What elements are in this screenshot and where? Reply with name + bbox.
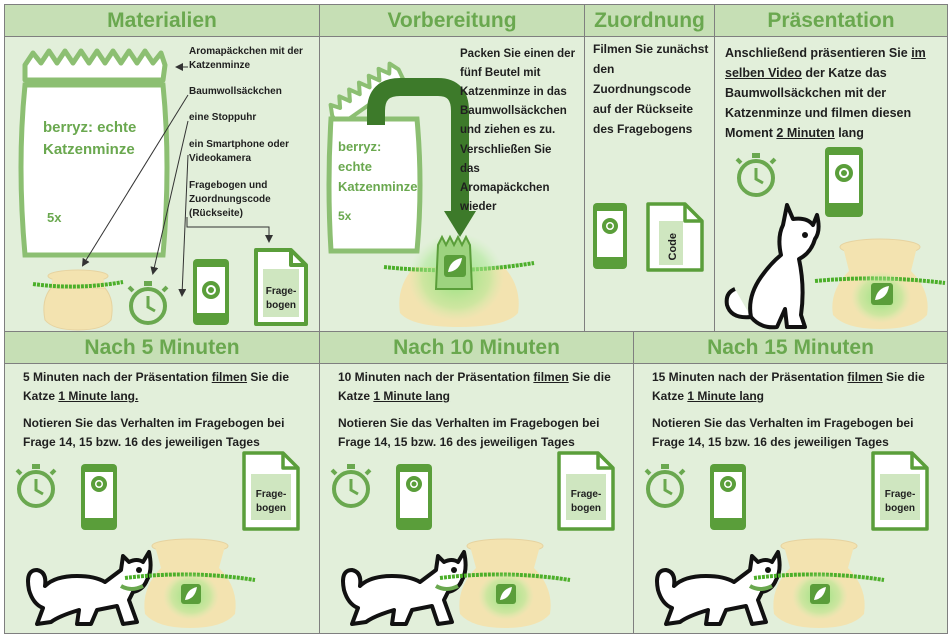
panel-zuordnung: Zuordnung Filmen Sie zunächst den Zuordn… (584, 4, 715, 332)
pack-name-2: Katzenminze (338, 179, 418, 194)
cat-sitting-icon (724, 203, 821, 330)
item-aromapack: Aromapäckchen mit der Katzenminze (189, 46, 303, 71)
stopwatch-icon (644, 464, 686, 508)
pack-name: Katzenminze (43, 141, 135, 158)
text-a: 10 Minuten nach der Präsentation (338, 370, 534, 384)
panel-title: Nach 15 Minuten (634, 332, 947, 364)
pack-brand: berryz: echte (43, 119, 137, 136)
panel-nach-5: Nach 5 Minuten 5 Minuten nach der Präsen… (4, 331, 320, 634)
stopwatch-icon (330, 464, 372, 508)
note-instruction: Notieren Sie das Verhalten im Fragebogen… (23, 416, 285, 449)
text-c: Sie die Katze (23, 370, 290, 403)
stopwatch-icon (735, 153, 777, 197)
questionnaire-icon (254, 248, 308, 326)
doc-label-2: bogen (256, 503, 286, 514)
panel-title: Nach 5 Minuten (5, 332, 319, 364)
film-instruction: 5 Minuten nach der Präsentation filmen S… (23, 368, 303, 406)
cat-crouching-icon (341, 550, 468, 626)
questionnaire-icon (242, 451, 300, 531)
text-underlined-2: 2 Minuten (776, 126, 835, 140)
open-pack-icon (326, 116, 423, 254)
code-sheet-icon (646, 202, 704, 272)
step-pack-text: Packen Sie einen der fünf Beutel mit Kat… (460, 48, 576, 136)
text-duration: 1 Minute lang (373, 389, 451, 403)
note-instruction: Notieren Sie das Verhalten im Fragebogen… (652, 416, 914, 449)
sack-with-packet-icon (383, 233, 535, 327)
panel-title: Vorbereitung (320, 5, 584, 37)
cat-crouching-icon (655, 550, 782, 626)
text-duration: 1 Minute lang. (58, 389, 139, 403)
smartphone-icon (593, 203, 627, 269)
questionnaire-icon (871, 451, 929, 531)
panel-nach-15: Nach 15 Minuten 15 Minuten nach der Präs… (633, 331, 948, 634)
questionnaire-label: Frage- bogen (566, 488, 606, 516)
item-fragebogen: Fragebogen und Zuordnungscode (Rückseite… (189, 180, 271, 219)
zuordnung-text: Filmen Sie zunächst den Zuordnungscode a… (593, 42, 709, 136)
panel-title: Materialien (5, 5, 319, 37)
note-instruction: Notieren Sie das Verhalten im Fragebogen… (338, 416, 600, 449)
sack-with-packet-icon (753, 538, 885, 628)
panel-materialien: Materialien berryz: echte Katzenminze 5x… (4, 4, 320, 332)
doc-label-1: Frage- (255, 489, 287, 500)
text-part-3: lang (834, 126, 864, 140)
item-smartphone: ein Smartphone oder Videokamera (189, 139, 290, 164)
smartphone-icon (193, 259, 229, 325)
text-c: Sie die Katze (652, 370, 925, 403)
pack-label: berryz: echte Katzenminze (43, 117, 136, 161)
film-instruction: 10 Minuten nach der Präsentation filmen … (338, 368, 618, 406)
doc-label-1: Frage- (570, 489, 602, 500)
item-stopwatch: eine Stoppuhr (189, 112, 257, 123)
text-a: 5 Minuten nach der Präsentation (23, 370, 212, 384)
cat-crouching-icon (26, 550, 153, 626)
cotton-sack-icon (32, 269, 124, 331)
item-sack: Baumwollsäckchen (189, 86, 282, 97)
smartphone-icon (396, 464, 432, 530)
text-part-2: der Katze das Baumwollsäckchen mit der K… (725, 66, 912, 140)
panel-nach-10: Nach 10 Minuten 10 Minuten nach der Präs… (319, 331, 634, 634)
sack-with-packet-icon (814, 238, 946, 329)
sack-with-packet-icon (124, 538, 256, 628)
panel-praesentation: Präsentation Anschließend präsentieren S… (714, 4, 948, 332)
aroma-pack-icon (18, 48, 170, 258)
doc-label-2: bogen (266, 300, 296, 311)
connector-arrows (81, 63, 273, 297)
questionnaire-label: Frage- bogen (880, 488, 920, 516)
pack-top-icon (328, 61, 406, 128)
questionnaire-icon (557, 451, 615, 531)
text-duration: 1 Minute lang (687, 389, 765, 403)
pack-name-1: echte (338, 159, 372, 174)
panel-title: Nach 10 Minuten (320, 332, 633, 364)
text-filmen: filmen (533, 370, 569, 384)
text-a: 15 Minuten nach der Präsentation (652, 370, 848, 384)
text-filmen: filmen (211, 370, 248, 384)
code-label: Code (667, 233, 679, 261)
questionnaire-label: Frage- bogen (251, 488, 291, 516)
text-filmen: filmen (847, 370, 883, 384)
film-instruction: 15 Minuten nach der Präsentation filmen … (652, 368, 932, 406)
doc-label-2: bogen (885, 503, 915, 514)
doc-label-2: bogen (571, 503, 601, 514)
panel-title: Präsentation (715, 5, 947, 37)
text-c: Sie die Katze (338, 370, 611, 403)
text-underlined-1: im selben Video (725, 46, 926, 80)
pack-count: 5x (338, 209, 352, 223)
stopwatch-icon (15, 464, 57, 508)
pack-brand: berryz: (338, 139, 382, 154)
questionnaire-label: Frage- bogen (265, 285, 297, 313)
step-close-text: Verschließen Sie das Aromapäckchen wiede… (460, 144, 552, 213)
praesentation-text: Anschließend präsentieren Sie im selben … (725, 43, 945, 143)
panel-title: Zuordnung (585, 5, 714, 37)
pack-count: 5x (47, 210, 62, 225)
pack-label: berryz: echte Katzenminze (338, 137, 417, 197)
sack-with-packet-icon (439, 538, 571, 628)
smartphone-icon (81, 464, 117, 530)
text-part-1: Anschließend präsentieren Sie (725, 46, 908, 60)
panel-vorbereitung: Vorbereitung berryz: echte Katzenminze 5… (319, 4, 585, 332)
stopwatch-icon (127, 281, 169, 325)
doc-label-1: Frage- (884, 489, 916, 500)
smartphone-icon (825, 147, 863, 217)
curved-arrow-icon (367, 78, 476, 237)
smartphone-icon (710, 464, 746, 530)
doc-label-1: Frage- (265, 286, 297, 297)
